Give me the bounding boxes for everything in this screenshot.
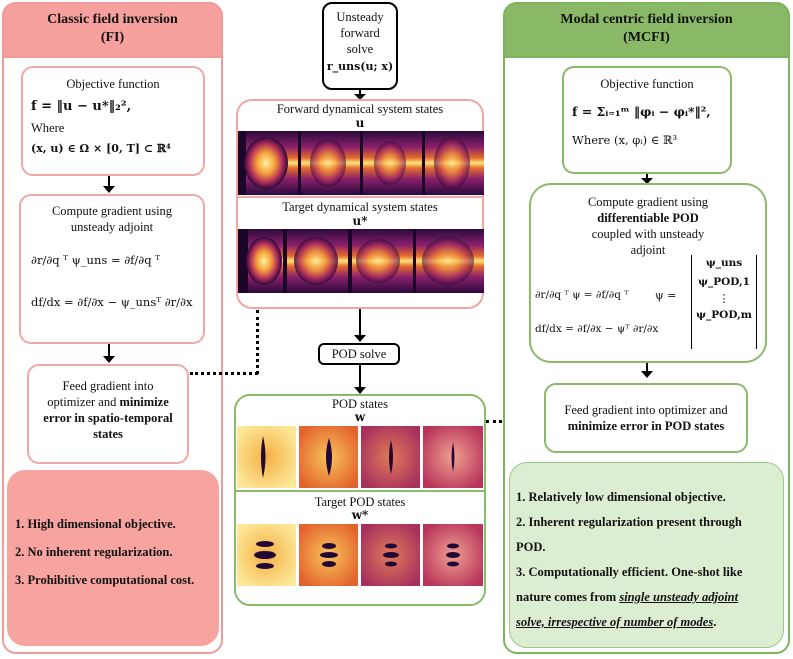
- mcfi-point-3: 3. Computationally efficient. One-shot l…: [516, 565, 743, 579]
- fi-gradient-eq: df/dx = ∂f/∂x − ψ_unsᵀ ∂r/∂x: [31, 295, 193, 309]
- mcfi-vector-item-1: ψ_uns: [705, 257, 743, 269]
- fi-arrow-2-head: [103, 356, 115, 363]
- center-arrow-3-head: [354, 387, 366, 394]
- mcfi-point-2: 2. Inherent regularization present throu…: [516, 515, 742, 529]
- fi-gradient-box: Compute gradient using unsteady adjoint …: [19, 194, 205, 344]
- fi-feed-line2b: minimize: [119, 395, 169, 409]
- pod-states-strip: [237, 426, 483, 488]
- mcfi-point-3-cont: nature comes from single unsteady adjoin…: [516, 589, 783, 605]
- fi-objective-box: Objective function f = ‖u − u*‖₂², Where…: [21, 66, 205, 176]
- forward-states-image: [238, 131, 484, 195]
- target-states-image: [238, 229, 484, 293]
- mcfi-gradient-box: Compute gradient using differentiable PO…: [529, 183, 767, 363]
- mcfi-arrow-1: [646, 174, 648, 180]
- states-divider: [236, 196, 484, 198]
- mcfi-subtitle: (MCFI): [623, 30, 670, 45]
- target-pod-symbol: w*: [351, 508, 369, 522]
- target-states-strip: [238, 229, 484, 293]
- mcfi-point-2-cont: POD.: [516, 540, 546, 554]
- mcfi-arrow-1-head: [641, 178, 653, 184]
- mcfi-summary-box: 1. Relatively low dimensional objective.…: [509, 462, 784, 648]
- center-arrow-3: [359, 365, 361, 389]
- forward-states-strip: [238, 131, 484, 195]
- mcfi-point-3-emph-2: solve, irrespective of number of modes: [516, 615, 714, 629]
- pod-states-image: [237, 426, 483, 488]
- fi-panel-header: Classic field inversion (FI): [2, 2, 223, 58]
- pod-states-title: POD states: [332, 397, 388, 411]
- mcfi-vector-item-3: ⋮: [718, 292, 730, 305]
- mcfi-vector-bracket: ψ_uns ψ_POD,1 ⋮ ψ_POD,m: [691, 255, 757, 349]
- fi-objective-eq: f = ‖u − u*‖₂²,: [31, 99, 132, 114]
- mcfi-title: Modal centric field inversion: [560, 12, 733, 27]
- target-states-symbol: u*: [352, 214, 368, 228]
- fi-feed-line3: error in spatio-temporal: [43, 411, 173, 425]
- target-pod-image: [237, 524, 483, 586]
- center-arrow-1-head: [354, 94, 366, 100]
- fi-subtitle: (FI): [100, 30, 125, 45]
- fi-adjoint-eq: ∂r/∂q ᵀ ψ_uns = ∂f/∂q ᵀ: [31, 253, 161, 267]
- fi-title: Classic field inversion: [47, 12, 178, 27]
- fi-gradient-line1: Compute gradient using: [51, 204, 173, 218]
- mcfi-feed-box: Feed gradient into optimizer and minimiz…: [544, 383, 748, 453]
- mcfi-vector-lhs: ψ =: [655, 289, 677, 302]
- center-arrow-1: [359, 90, 361, 96]
- fi-domain: (x, u) ∈ Ω × [0, T] ⊂ ℝ⁴: [31, 142, 171, 155]
- fi-arrow-1: [108, 176, 110, 188]
- mcfi-point-3-emph-1: single unsteady adjoint: [619, 590, 739, 604]
- forward-states-symbol: u: [355, 116, 365, 130]
- pod-solve-box: POD solve: [318, 343, 400, 365]
- fi-feed-line4: states: [93, 427, 123, 441]
- mcfi-arrow-2-head: [641, 371, 653, 378]
- mcfi-objective-box: Objective function f = Σᵢ₌₁ᵐ ‖φᵢ − φᵢ*‖²…: [562, 66, 732, 174]
- mcfi-point-3-end: solve, irrespective of number of modes.: [516, 614, 783, 630]
- target-states-title: Target dynamical system states: [282, 200, 438, 214]
- fi-objective-title: Objective function: [66, 77, 160, 91]
- center-arrow-2: [359, 309, 361, 337]
- mcfi-vector-item-2: ψ_POD,1: [698, 276, 750, 288]
- forward-solve-line3: solve: [346, 42, 374, 56]
- target-pod-strip: [237, 524, 483, 586]
- mcfi-point-3-text: nature comes from: [516, 590, 620, 604]
- mcfi-panel-header: Modal centric field inversion (MCFI): [503, 2, 790, 58]
- mcfi-gradient-eq: df/dx = ∂f/∂x − ψᵀ ∂r/∂x: [535, 323, 659, 335]
- mcfi-where: Where (x, φᵢ) ∈ ℝ³: [572, 133, 678, 147]
- mcfi-gradient-line3: coupled with unsteady: [591, 227, 705, 241]
- forward-solve-line2: forward: [340, 26, 380, 40]
- pod-states-symbol: w: [354, 410, 366, 424]
- mcfi-vector-item-4: ψ_POD,m: [696, 309, 752, 321]
- pod-solve-label: POD solve: [331, 347, 387, 361]
- mcfi-point-1: 1. Relatively low dimensional objective.: [516, 490, 726, 504]
- fi-dotted-connector-vertical: [256, 310, 259, 374]
- fi-gradient-line2: unsteady adjoint: [70, 220, 154, 234]
- fi-arrow-1-head: [103, 186, 115, 193]
- mcfi-feed-line1: Feed gradient into optimizer and: [564, 403, 728, 417]
- forward-solve-box: Unsteady forward solve r_uns(u; x): [322, 2, 398, 90]
- mcfi-point-3-period: .: [713, 615, 717, 629]
- fi-feed-box: Feed gradient into optimizer and minimiz…: [27, 364, 189, 464]
- mcfi-arrow-2: [646, 363, 648, 373]
- target-pod-title: Target POD states: [314, 495, 406, 509]
- fi-feed-line2a: optimizer and: [47, 395, 120, 409]
- fi-arrow-2: [108, 344, 110, 358]
- fi-point-1: 1. High dimensional objective.: [15, 517, 176, 531]
- fi-where: Where: [31, 121, 65, 135]
- fi-dotted-connector: [190, 372, 258, 375]
- mcfi-gradient-line2: differentiable POD: [597, 211, 699, 225]
- mcfi-adjoint-eq: ∂r/∂q ᵀ ψ = ∂f/∂q ᵀ: [535, 289, 629, 301]
- forward-solve-eq: r_uns(u; x): [326, 60, 394, 73]
- fi-summary-box: 1. High dimensional objective. 2. No inh…: [7, 470, 219, 646]
- mcfi-gradient-line1: Compute gradient using: [587, 195, 709, 209]
- mcfi-feed-line2: minimize error in POD states: [567, 419, 725, 433]
- mcfi-gradient-line4: adjoint: [630, 243, 666, 257]
- fi-feed-line2: optimizer and minimize: [29, 394, 187, 410]
- center-arrow-2-head: [354, 335, 366, 342]
- fi-feed-line1: Feed gradient into: [62, 379, 154, 393]
- fi-point-2: 2. No inherent regularization.: [15, 545, 173, 559]
- fi-point-3: 3. Prohibitive computational cost.: [15, 573, 195, 587]
- forward-solve-line1: Unsteady: [336, 10, 384, 24]
- pod-states-divider: [234, 490, 486, 492]
- forward-states-title: Forward dynamical system states: [276, 102, 444, 116]
- mcfi-objective-title: Objective function: [600, 77, 694, 91]
- mcfi-objective-eq: f = Σᵢ₌₁ᵐ ‖φᵢ − φᵢ*‖²,: [572, 104, 711, 119]
